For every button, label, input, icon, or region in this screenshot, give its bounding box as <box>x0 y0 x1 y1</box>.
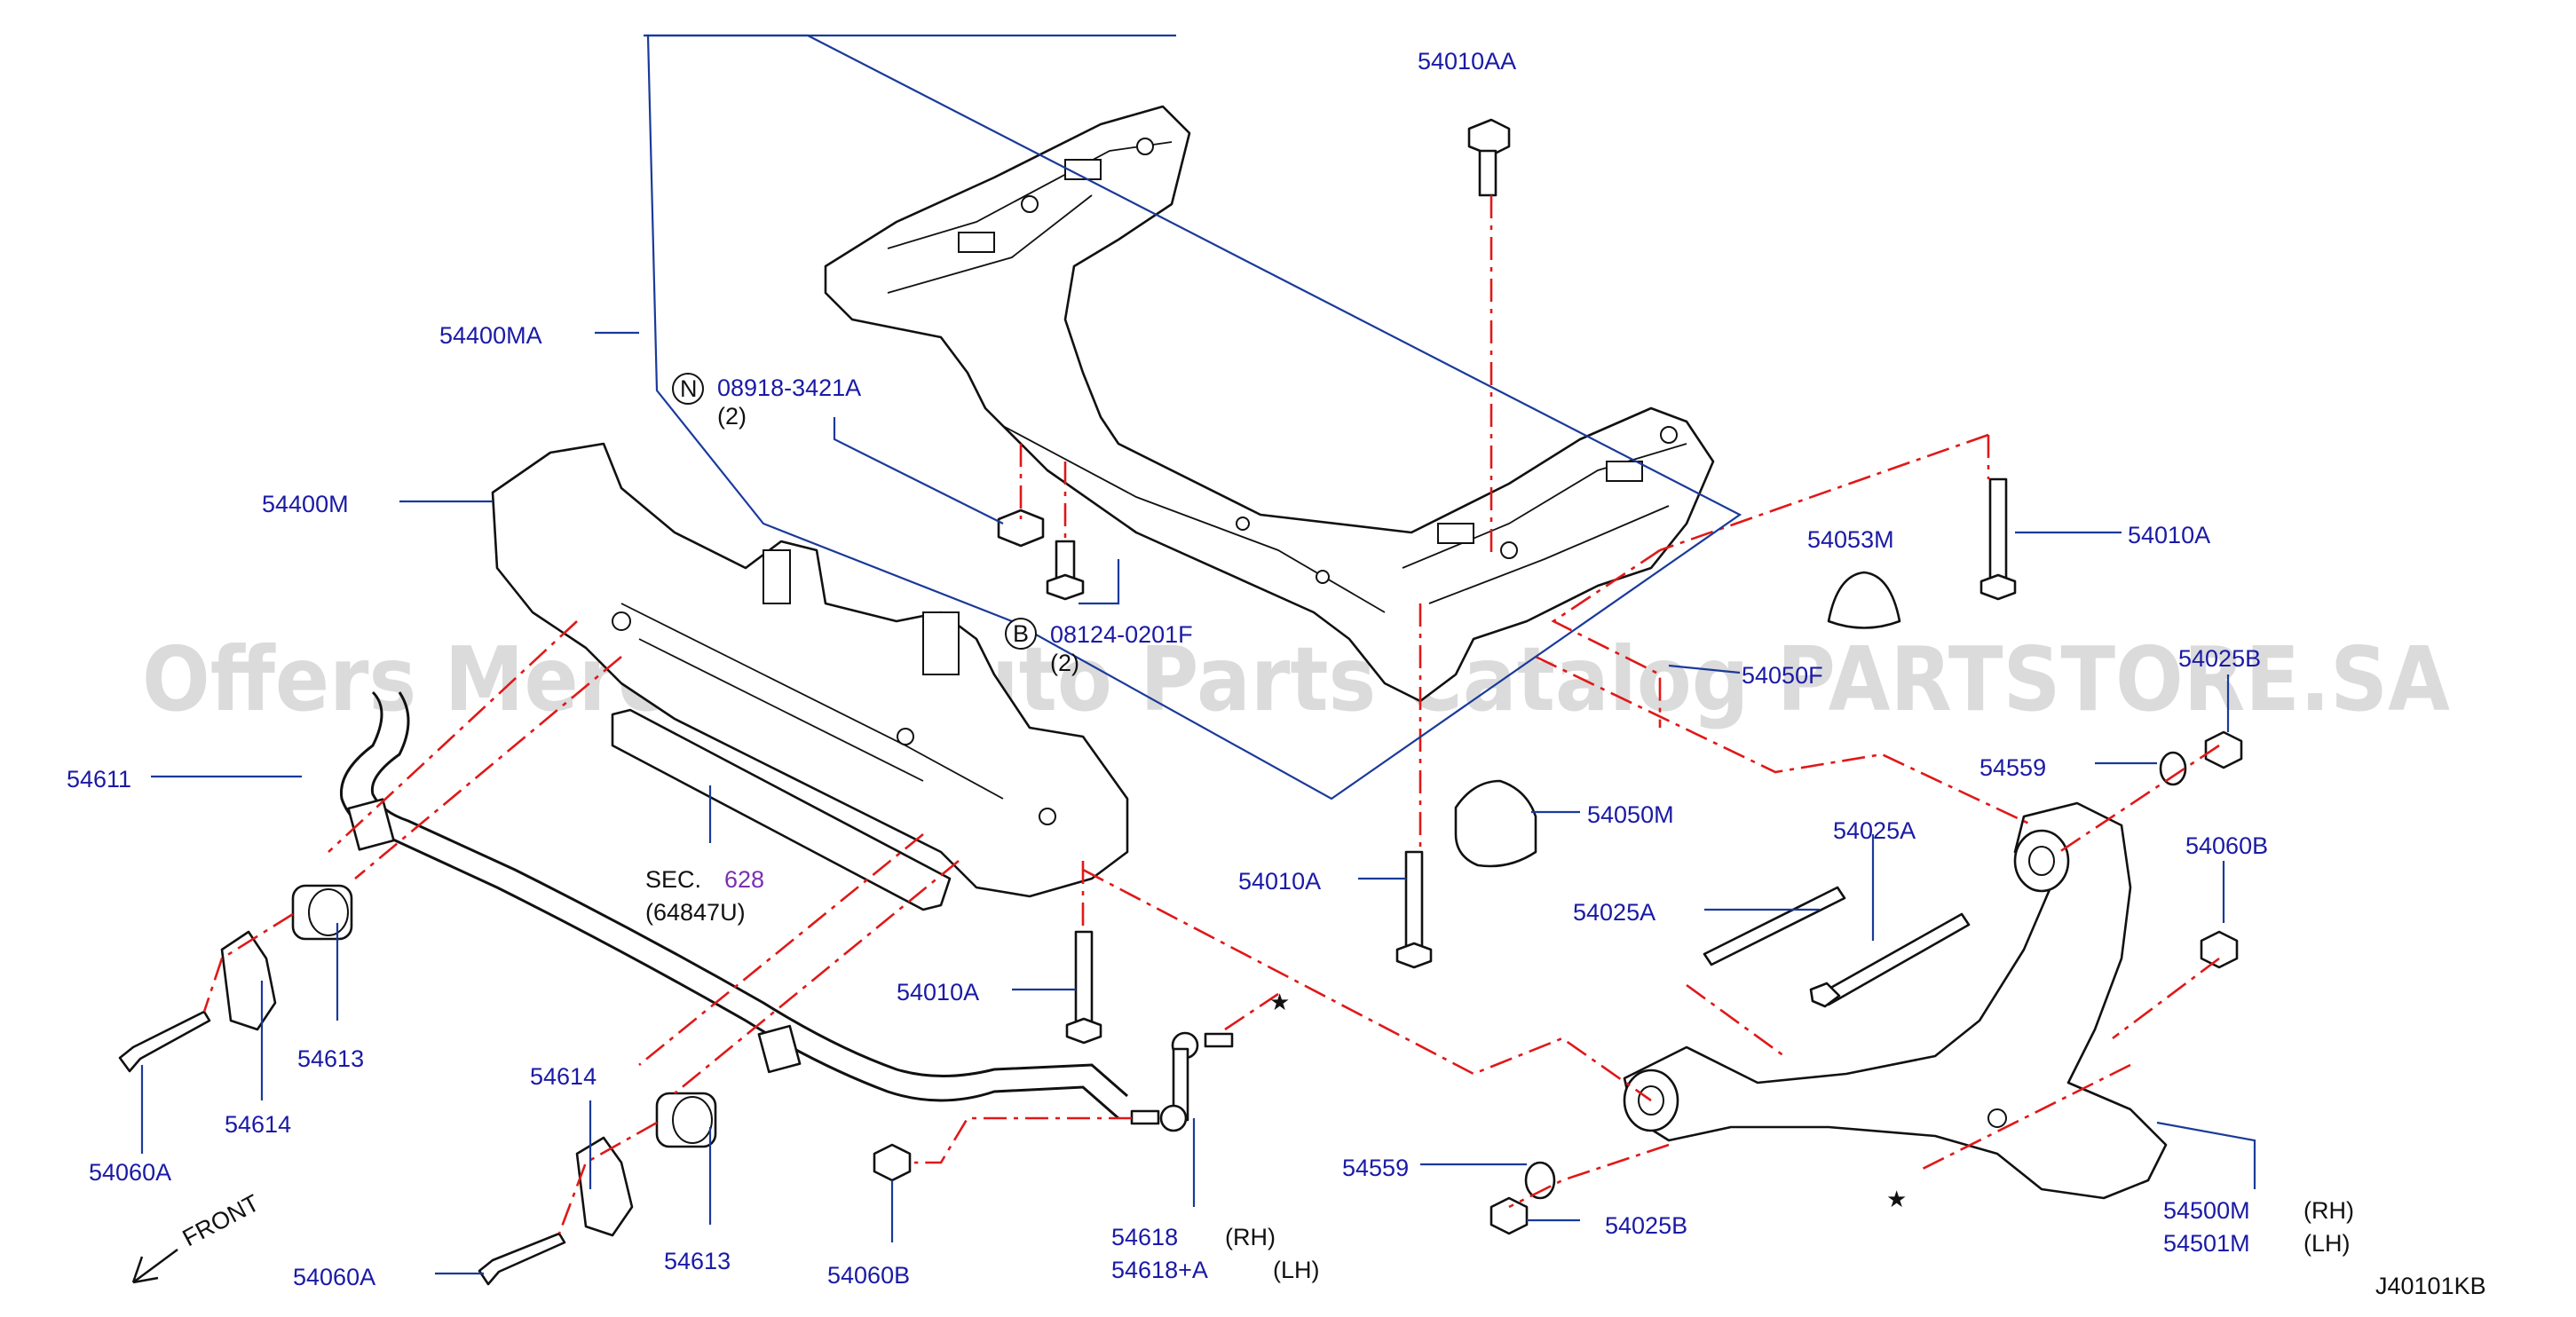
washer-54559-right-drawing <box>2159 751 2187 786</box>
front-arrow <box>131 1248 178 1284</box>
star-marker-2: ★ <box>1886 1186 1907 1212</box>
label-n-symbol: N <box>680 375 698 402</box>
label-54060B-right: 54060B <box>2185 832 2268 859</box>
label-54501M: 54501M <box>2163 1230 2250 1257</box>
bolt-54010A-right-drawing <box>1979 477 2017 601</box>
label-rh-b: (RH) <box>2303 1197 2354 1224</box>
clamp-left-drawing <box>220 930 277 1031</box>
label-54060B-bottom: 54060B <box>827 1262 910 1289</box>
label-qty-2-a: (2) <box>717 403 747 430</box>
nut-54060B-bottom-drawing <box>873 1143 912 1182</box>
label-sec: SEC. <box>645 866 701 893</box>
stopper-54053M-drawing <box>1827 571 1901 629</box>
upper-subframe-drawing <box>824 105 1715 703</box>
label-54010AA: 54010AA <box>1418 48 1516 75</box>
bolt-54010A-left-drawing <box>1065 930 1102 1045</box>
label-54614-left: 54614 <box>225 1111 291 1138</box>
leader-lines <box>140 34 2256 1275</box>
nut-54060B-right-drawing <box>2200 930 2239 969</box>
watermark-text: Offers Merchant Auto Parts Catalog PARTS… <box>142 627 2450 731</box>
bolt-54010AA-drawing <box>1467 118 1511 197</box>
label-54025A-center: 54025A <box>1833 817 1916 844</box>
label-54613-bottom: 54613 <box>664 1248 731 1274</box>
label-54500M: 54500M <box>2163 1197 2250 1224</box>
label-54559-right: 54559 <box>1979 754 2046 781</box>
label-54618: 54618 <box>1111 1224 1178 1250</box>
label-54010A-left: 54010A <box>897 979 979 1005</box>
label-54025B-right: 54025B <box>2178 645 2261 672</box>
bolt-54025A-center-drawing <box>1809 912 1971 1008</box>
star-marker-1: ★ <box>1269 989 1290 1015</box>
label-rh-a: (RH) <box>1225 1224 1276 1250</box>
assembly-centerlines <box>202 195 2220 1234</box>
label-54618-a: 54618+A <box>1111 1257 1208 1283</box>
label-lh-a: (LH) <box>1273 1257 1320 1283</box>
drawing-id: J40101KB <box>2375 1273 2486 1299</box>
label-54613-left: 54613 <box>297 1045 364 1072</box>
label-54010A-center: 54010A <box>1238 868 1321 895</box>
label-54400MA: 54400MA <box>439 322 542 349</box>
section-bracket-drawing <box>611 708 952 911</box>
stabilizer-link-drawing <box>1130 1031 1234 1132</box>
label-54010A-right: 54010A <box>2128 522 2210 548</box>
bushing-bottom-drawing <box>655 1092 717 1148</box>
label-54060A-left: 54060A <box>89 1159 171 1186</box>
label-54400M: 54400M <box>262 491 349 517</box>
label-54025B-bottom: 54025B <box>1605 1212 1687 1239</box>
label-qty-2-b: (2) <box>1050 650 1079 676</box>
label-08124-0201F: 08124-0201F <box>1050 621 1193 648</box>
label-54060A-bottom: 54060A <box>293 1264 375 1290</box>
nut-54025B-right-drawing <box>2204 730 2243 769</box>
insulator-54050M-drawing <box>1454 779 1537 868</box>
label-sec-part: (64847U) <box>645 899 746 926</box>
stabilizer-bar-drawing <box>339 690 1128 1120</box>
label-sec-number: 628 <box>724 866 764 893</box>
bushing-left-drawing <box>291 884 353 941</box>
nut-08918-drawing <box>997 509 1045 548</box>
part-labels: 54010AA 54400MA N 08918-3421A (2) 54400M… <box>67 48 2486 1299</box>
label-lh-b: (LH) <box>2303 1230 2351 1257</box>
bolt-54010A-center-drawing <box>1395 850 1433 969</box>
label-54053M: 54053M <box>1807 526 1894 553</box>
nut-54025B-bottom-drawing <box>1489 1196 1529 1235</box>
label-54611: 54611 <box>67 766 131 793</box>
bolt-54060A-bottom-drawing <box>478 1232 566 1286</box>
bolt-54060A-left-drawing <box>118 1010 211 1073</box>
label-08918-3421A: 08918-3421A <box>717 375 861 401</box>
label-54614-bottom: 54614 <box>530 1063 597 1090</box>
bolt-54025A-left-drawing <box>1703 886 1846 966</box>
bolt-08124-drawing <box>1046 540 1085 601</box>
label-54559-bottom: 54559 <box>1342 1155 1409 1181</box>
label-b-symbol: B <box>1013 620 1029 647</box>
label-54050M: 54050M <box>1587 801 1674 828</box>
label-54025A-left: 54025A <box>1573 899 1655 926</box>
lower-control-arm-drawing <box>1623 801 2168 1200</box>
label-54050F: 54050F <box>1742 662 1823 689</box>
washer-54559-bottom-drawing <box>1524 1161 1556 1200</box>
front-label: FRONT <box>178 1189 264 1251</box>
